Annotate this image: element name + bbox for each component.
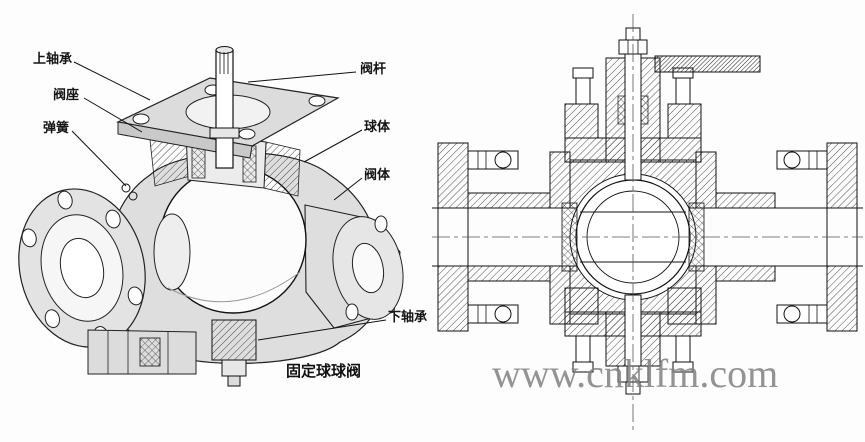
end-flange-bolts [467, 150, 828, 324]
body-right-tube-section [715, 192, 776, 282]
handle-lever-section [654, 55, 761, 73]
bore-lines [432, 207, 863, 267]
label-lower-bearing: 下轴承 [388, 309, 428, 324]
spring-iso [121, 183, 138, 201]
base-flange-foot-iso [87, 329, 197, 375]
label-spring: 弹簧 [43, 120, 70, 135]
lower-bearing-iso [211, 319, 257, 387]
label-valve-seat: 阀座 [53, 87, 80, 102]
watermark-text: www.cnklfm.com [492, 351, 779, 396]
right-outlet-flange-iso [304, 204, 404, 329]
stem-iso [209, 46, 240, 169]
label-valve-stem: 阀杆 [360, 61, 387, 76]
label-ball: 球体 [364, 119, 391, 134]
cross-section-view [432, 14, 863, 432]
centerlines [432, 14, 863, 432]
isometric-cutaway-view [18, 46, 404, 387]
diagram-caption: 固定球球阀 [286, 364, 362, 380]
leader-lines [71, 61, 387, 341]
label-valve-body: 阀体 [364, 167, 391, 182]
label-upper-bearing: 上轴承 [33, 51, 73, 66]
